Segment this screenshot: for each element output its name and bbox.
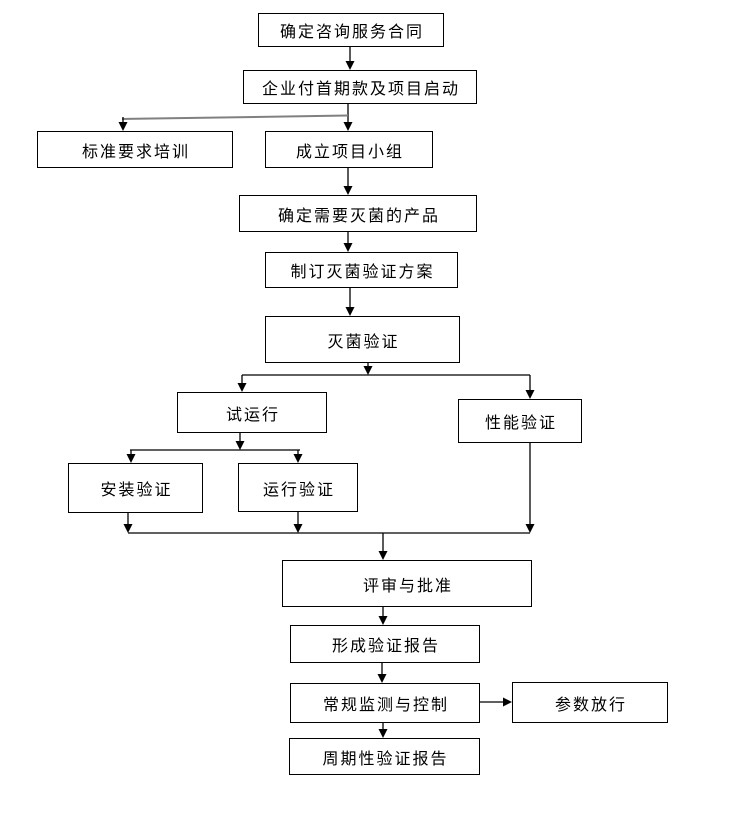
flow-node-installation-qualification: 安装验证 xyxy=(68,463,203,513)
edge-products-to-plan xyxy=(343,232,353,252)
flow-node-review-approval: 评审与批准 xyxy=(282,560,532,607)
edge-contract-to-payment xyxy=(345,47,355,70)
flow-node-validation-report: 形成验证报告 xyxy=(290,625,480,663)
flow-node-payment-kickoff: 企业付首期款及项目启动 xyxy=(243,70,477,104)
flow-node-contract: 确定咨询服务合同 xyxy=(258,13,444,47)
flow-node-operation-qualification: 运行验证 xyxy=(238,463,358,512)
flow-node-training: 标准要求培训 xyxy=(37,131,233,168)
edge-report-to-monitoring xyxy=(377,663,387,683)
edge-team-to-products xyxy=(343,168,353,195)
flow-node-trial-run: 试运行 xyxy=(177,392,327,433)
flow-node-periodic-report: 周期性验证报告 xyxy=(289,738,480,775)
edge-trialrun-split xyxy=(126,433,303,463)
flow-node-parameter-release: 参数放行 xyxy=(512,682,668,723)
edge-plan-to-sterilization xyxy=(345,288,355,316)
edge-payment-branch xyxy=(118,104,353,131)
edge-review-to-report xyxy=(378,607,388,625)
flow-node-products: 确定需要灭菌的产品 xyxy=(239,195,477,232)
flow-node-sterilization-validation: 灭菌验证 xyxy=(265,316,460,363)
edge-monitoring-to-periodic xyxy=(378,723,388,738)
flow-node-routine-monitoring: 常规监测与控制 xyxy=(290,683,480,723)
flow-node-plan: 制订灭菌验证方案 xyxy=(265,252,458,288)
flow-node-performance-qualification: 性能验证 xyxy=(458,399,582,443)
flow-node-project-team: 成立项目小组 xyxy=(265,131,433,168)
edge-monitoring-to-release xyxy=(480,697,512,707)
